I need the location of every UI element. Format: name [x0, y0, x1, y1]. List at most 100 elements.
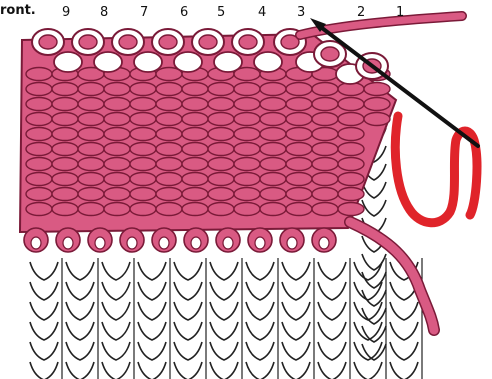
- purl-bump: [78, 173, 104, 186]
- purl-bump: [52, 83, 78, 96]
- purl-bump: [286, 188, 312, 201]
- purl-bump: [52, 188, 78, 201]
- purl-bump: [104, 83, 130, 96]
- purl-bump: [338, 98, 364, 111]
- purl-bump: [364, 98, 390, 111]
- purl-bump: [104, 173, 130, 186]
- cast-on-loop-hole: [223, 237, 233, 249]
- cast-on-loop-hole: [319, 237, 329, 249]
- purl-bump: [260, 128, 286, 141]
- second-row-loop: [94, 52, 122, 72]
- purl-bump: [182, 188, 208, 201]
- purl-bump: [208, 158, 234, 171]
- rib-stitch: [362, 200, 386, 216]
- purl-bump: [286, 98, 312, 111]
- purl-bump: [234, 173, 260, 186]
- stitch-number-label: 7: [140, 5, 148, 20]
- purl-bump: [52, 113, 78, 126]
- purl-bump: [130, 83, 156, 96]
- front-label: ront.: [0, 3, 36, 18]
- purl-bump: [26, 68, 52, 81]
- purl-bump: [208, 188, 234, 201]
- purl-bump: [130, 203, 156, 216]
- purl-bump: [364, 113, 390, 126]
- purl-bump: [156, 83, 182, 96]
- purl-bump: [208, 173, 234, 186]
- purl-bump: [286, 203, 312, 216]
- purl-bump: [182, 83, 208, 96]
- purl-bump: [234, 203, 260, 216]
- cast-on-loop-hole: [127, 237, 137, 249]
- purl-bump: [260, 113, 286, 126]
- purl-bump: [312, 128, 338, 141]
- purl-bump: [208, 83, 234, 96]
- purl-bump: [156, 158, 182, 171]
- cast-on-loop-hole: [191, 237, 201, 249]
- purl-bump: [156, 113, 182, 126]
- purl-bump: [234, 113, 260, 126]
- needle-loop-core: [39, 35, 57, 49]
- purl-bump: [130, 143, 156, 156]
- purl-bump: [78, 113, 104, 126]
- purl-bump: [338, 188, 364, 201]
- purl-bump: [312, 188, 338, 201]
- purl-bump: [52, 98, 78, 111]
- purl-bump: [260, 158, 286, 171]
- purl-bump: [78, 98, 104, 111]
- purl-bump: [182, 98, 208, 111]
- purl-bump: [78, 203, 104, 216]
- second-row-loop: [54, 52, 82, 72]
- cast-on-loops: [24, 228, 336, 252]
- purl-bump: [260, 98, 286, 111]
- cast-on-loop-hole: [287, 237, 297, 249]
- purl-bump: [312, 98, 338, 111]
- purl-bump: [156, 203, 182, 216]
- cast-on-loop-hole: [31, 237, 41, 249]
- purl-bump: [78, 158, 104, 171]
- purl-bump: [286, 173, 312, 186]
- purl-bump: [52, 203, 78, 216]
- purl-bump: [26, 128, 52, 141]
- purl-bump: [26, 173, 52, 186]
- purl-bump: [182, 203, 208, 216]
- purl-bump: [312, 158, 338, 171]
- purl-bump: [260, 143, 286, 156]
- needle-loop-core: [79, 35, 97, 49]
- purl-bump: [338, 128, 364, 141]
- purl-bump: [208, 113, 234, 126]
- purl-bump: [208, 128, 234, 141]
- purl-bump: [130, 173, 156, 186]
- purl-bump: [208, 143, 234, 156]
- purl-bump: [286, 128, 312, 141]
- stitch-number-label: 6: [180, 5, 188, 20]
- cast-on-loop-hole: [63, 237, 73, 249]
- purl-bump: [260, 203, 286, 216]
- purl-bump: [286, 113, 312, 126]
- purl-bump: [182, 173, 208, 186]
- purl-bump: [234, 143, 260, 156]
- cast-on-loop-hole: [159, 237, 169, 249]
- purl-bump: [156, 128, 182, 141]
- purl-bump: [312, 143, 338, 156]
- purl-bump: [78, 83, 104, 96]
- purl-bump: [312, 203, 338, 216]
- stitch-number-label: 1: [396, 5, 404, 20]
- red-working-yarn: [395, 116, 477, 223]
- stitch-number-label: 3: [297, 5, 305, 20]
- purl-bump: [234, 128, 260, 141]
- purl-bump: [26, 158, 52, 171]
- needle-loop-core: [199, 35, 217, 49]
- purl-bump: [130, 158, 156, 171]
- purl-bump: [52, 128, 78, 141]
- purl-bump: [338, 113, 364, 126]
- purl-bump: [234, 83, 260, 96]
- purl-bump: [156, 98, 182, 111]
- second-row-loop: [214, 52, 242, 72]
- stitch-number-label: 8: [100, 5, 108, 20]
- needle-loop-core: [119, 35, 137, 49]
- purl-bump: [182, 158, 208, 171]
- purl-bump: [104, 128, 130, 141]
- purl-bump: [104, 188, 130, 201]
- purl-bump: [26, 203, 52, 216]
